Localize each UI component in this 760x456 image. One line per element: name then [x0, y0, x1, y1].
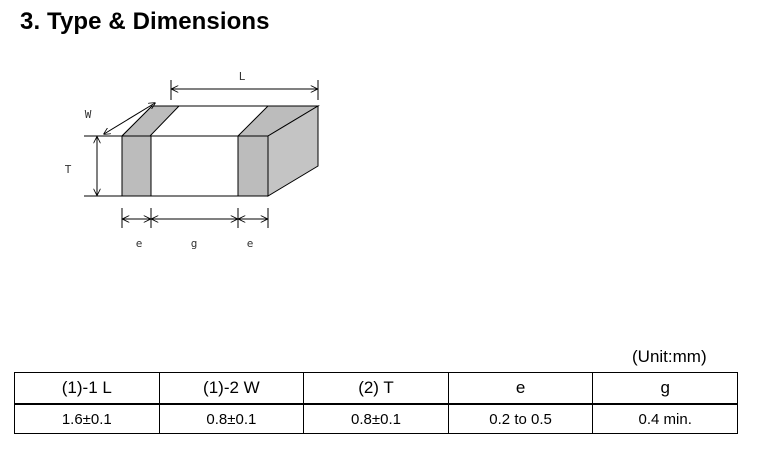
- width-dimension: W: [85, 103, 155, 134]
- front-electrode-right: [237, 135, 269, 197]
- column-header-width: (1)-2 W: [158, 372, 305, 405]
- chip-dimension-diagram: L W T e g e: [65, 70, 320, 250]
- thickness-dimension: T: [65, 135, 122, 197]
- cell-length: 1.6±0.1: [14, 403, 160, 434]
- electrode-left-label: e: [136, 237, 143, 250]
- chip-body: [120, 105, 320, 197]
- dimensions-table: (1)-1 L (1)-2 W (2) T e g 1.6±0.1 0.8±0.…: [14, 372, 738, 434]
- table-header-row: (1)-1 L (1)-2 W (2) T e g: [14, 372, 738, 405]
- length-label: L: [239, 70, 246, 83]
- column-header-gap: g: [592, 372, 738, 405]
- cell-gap: 0.4 min.: [592, 403, 738, 434]
- unit-note: (Unit:mm): [632, 347, 707, 366]
- electrode-right-label: e: [247, 237, 254, 250]
- column-header-thickness: (2) T: [303, 372, 449, 405]
- column-header-electrode: e: [447, 372, 594, 405]
- column-header-length: (1)-1 L: [14, 372, 160, 405]
- table-row: 1.6±0.1 0.8±0.1 0.8±0.1 0.2 to 0.5 0.4 m…: [14, 403, 738, 434]
- thickness-label: T: [65, 163, 72, 176]
- length-dimension: L: [170, 70, 319, 100]
- cell-electrode: 0.2 to 0.5: [447, 403, 594, 434]
- cell-width: 0.8±0.1: [158, 403, 305, 434]
- gap-label: g: [191, 237, 198, 250]
- electrode-gap-dimension: e g e: [121, 208, 269, 250]
- width-label: W: [85, 108, 92, 121]
- cell-thickness: 0.8±0.1: [303, 403, 449, 434]
- front-electrode-left: [121, 135, 152, 197]
- section-title: 3. Type & Dimensions: [20, 8, 270, 35]
